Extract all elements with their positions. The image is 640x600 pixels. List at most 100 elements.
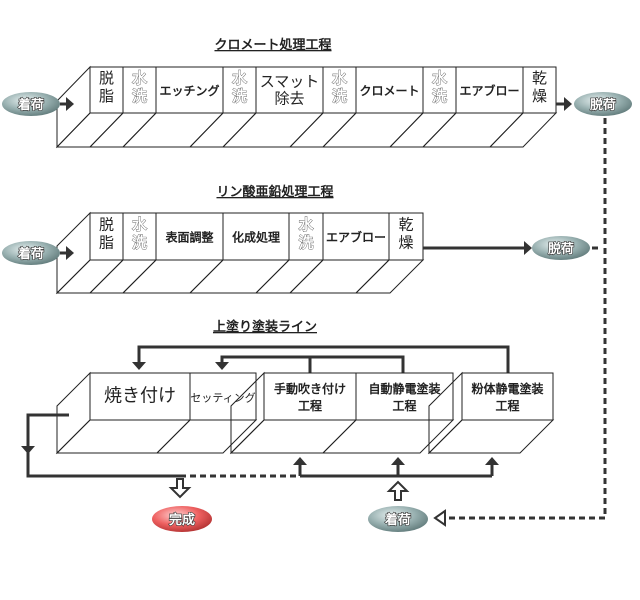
step-label: セッティング bbox=[190, 391, 255, 405]
step-floor bbox=[221, 112, 325, 148]
start-pill-label: 着荷 bbox=[384, 512, 411, 528]
step-label-char: 水 bbox=[298, 216, 314, 234]
step-floor bbox=[488, 112, 558, 148]
finish-pill-label: 完成 bbox=[169, 512, 195, 528]
step-label-line: スマット bbox=[260, 73, 320, 91]
step-label: エッチング bbox=[159, 83, 219, 98]
zinc-start-pill: 着荷 bbox=[2, 241, 60, 265]
arrow-down-icon bbox=[132, 362, 146, 370]
process-step: 乾燥 bbox=[354, 212, 425, 294]
step-label-line: 粉体静電塗装 bbox=[471, 381, 543, 396]
step-label-char: 乾 bbox=[532, 69, 547, 87]
step-floor bbox=[321, 112, 425, 148]
end-pill-shape bbox=[574, 92, 632, 116]
process-step: 水洗 bbox=[88, 66, 158, 148]
step-label: エアブロー bbox=[326, 230, 386, 245]
arrow-up-icon bbox=[293, 457, 307, 465]
step-floor bbox=[254, 259, 325, 294]
step-label: 表面調整 bbox=[164, 230, 213, 245]
step-label-char: 洗 bbox=[232, 87, 247, 105]
arrow-down-outline-icon bbox=[168, 478, 192, 499]
end-pill-shape bbox=[532, 236, 590, 260]
return-dashed-line bbox=[440, 118, 607, 520]
step-floor bbox=[88, 112, 158, 148]
step-face bbox=[189, 372, 257, 421]
topcoat-line: 上塗り塗装ライン 焼き付けセッティング手動吹き付け工程自動静電塗装工程粉体静電塗… bbox=[21, 319, 555, 532]
topcoat-start-pill: 着荷 bbox=[368, 506, 428, 532]
start-pill-label: 着荷 bbox=[17, 97, 44, 113]
start-pill-shape bbox=[368, 506, 428, 532]
arrow-up-icon bbox=[485, 457, 499, 465]
chromate-end-pill: 脱荷 bbox=[574, 92, 632, 116]
step-label-char: 水 bbox=[232, 69, 248, 87]
topcoat-line-title: 上塗り塗装ライン bbox=[213, 319, 317, 335]
step-floor bbox=[188, 112, 258, 148]
step-floor bbox=[229, 419, 358, 454]
step-face bbox=[355, 372, 454, 421]
arrow-down-icon bbox=[215, 362, 229, 370]
arrow-right-icon bbox=[66, 97, 74, 111]
bake-setting-group: 焼き付けセッティング bbox=[55, 371, 258, 455]
arrow-left-outline-icon bbox=[433, 509, 446, 527]
arrow-up-outline-icon bbox=[386, 480, 410, 501]
step-label-char: 乾 bbox=[398, 216, 413, 234]
zinc-end-pill: 脱荷 bbox=[532, 236, 590, 260]
zinc-phosphate-line: リン酸亜鉛処理工程 脱脂水洗表面調整化成処理水洗エアブロー乾燥 着荷 脱荷 bbox=[2, 184, 590, 295]
step-label-char: 水 bbox=[132, 69, 148, 87]
step-label-line: 除去 bbox=[274, 90, 304, 108]
process-step: 水洗 bbox=[88, 212, 158, 294]
chromate-start-pill: 着荷 bbox=[2, 92, 60, 116]
step-face bbox=[522, 66, 557, 114]
finish-pill-shape bbox=[152, 506, 212, 532]
process-step: 脱脂 bbox=[55, 212, 125, 294]
box-side-panel bbox=[230, 371, 265, 455]
step-floor bbox=[288, 259, 391, 294]
step-label-line: 自動静電塗装 bbox=[368, 381, 440, 396]
arrow-right-icon bbox=[66, 246, 74, 260]
process-step: エアブロー bbox=[421, 66, 525, 148]
step-label: エアブロー bbox=[459, 83, 519, 98]
arrow-up-icon bbox=[391, 457, 405, 465]
step-floor bbox=[188, 259, 291, 294]
step-floor bbox=[354, 259, 425, 294]
zinc-phosphate-line-title: リン酸亜鉛処理工程 bbox=[216, 184, 333, 200]
step-face bbox=[461, 372, 554, 421]
step-label-char: 洗 bbox=[132, 234, 147, 252]
start-pill-shape bbox=[2, 92, 60, 116]
step-label-char: 洗 bbox=[332, 87, 347, 105]
loop-outer-line bbox=[137, 345, 510, 373]
step-label-char: 洗 bbox=[132, 87, 147, 105]
step-label: 化成処理 bbox=[232, 230, 280, 245]
arrow-right-icon bbox=[524, 241, 532, 255]
step-label-line: 手動吹き付け bbox=[274, 381, 346, 396]
step-floor bbox=[288, 112, 358, 148]
step-floor bbox=[55, 259, 125, 294]
step-label-char: 洗 bbox=[432, 87, 447, 105]
step-label: クロメート bbox=[359, 84, 419, 98]
end-pill-label: 脱荷 bbox=[548, 241, 574, 257]
process-step: セッティング bbox=[155, 372, 258, 454]
process-step: 脱脂 bbox=[55, 66, 125, 148]
step-label-line: 工程 bbox=[495, 398, 519, 413]
arrow-right-icon bbox=[564, 97, 572, 111]
step-floor bbox=[388, 112, 458, 148]
step-floor bbox=[88, 259, 158, 294]
chromate-line-title: クロメート処理工程 bbox=[214, 37, 331, 53]
step-label: 焼き付け bbox=[104, 386, 176, 407]
zinc-phosphate-line-box: 脱脂水洗表面調整化成処理水洗エアブロー乾燥 bbox=[55, 211, 425, 295]
chromate-line: クロメート処理工程 脱脂水洗エッチング水洗スマット除去水洗クロメート水洗エアブロ… bbox=[2, 37, 632, 149]
step-label-line: 工程 bbox=[392, 398, 416, 413]
end-pill-label: 脱荷 bbox=[590, 97, 616, 113]
arrow-down-icon bbox=[21, 446, 35, 454]
chromate-line-box: 脱脂水洗エッチング水洗スマット除去水洗クロメート水洗エアブロー乾燥 bbox=[55, 65, 558, 149]
step-floor bbox=[155, 419, 258, 454]
start-pill-shape bbox=[2, 241, 60, 265]
step-label-char: 洗 bbox=[298, 234, 313, 252]
step-label-char: 脱 bbox=[99, 69, 114, 87]
start-pill-label: 着荷 bbox=[17, 246, 44, 262]
step-floor bbox=[55, 112, 125, 148]
step-label-char: 脱 bbox=[99, 216, 114, 234]
